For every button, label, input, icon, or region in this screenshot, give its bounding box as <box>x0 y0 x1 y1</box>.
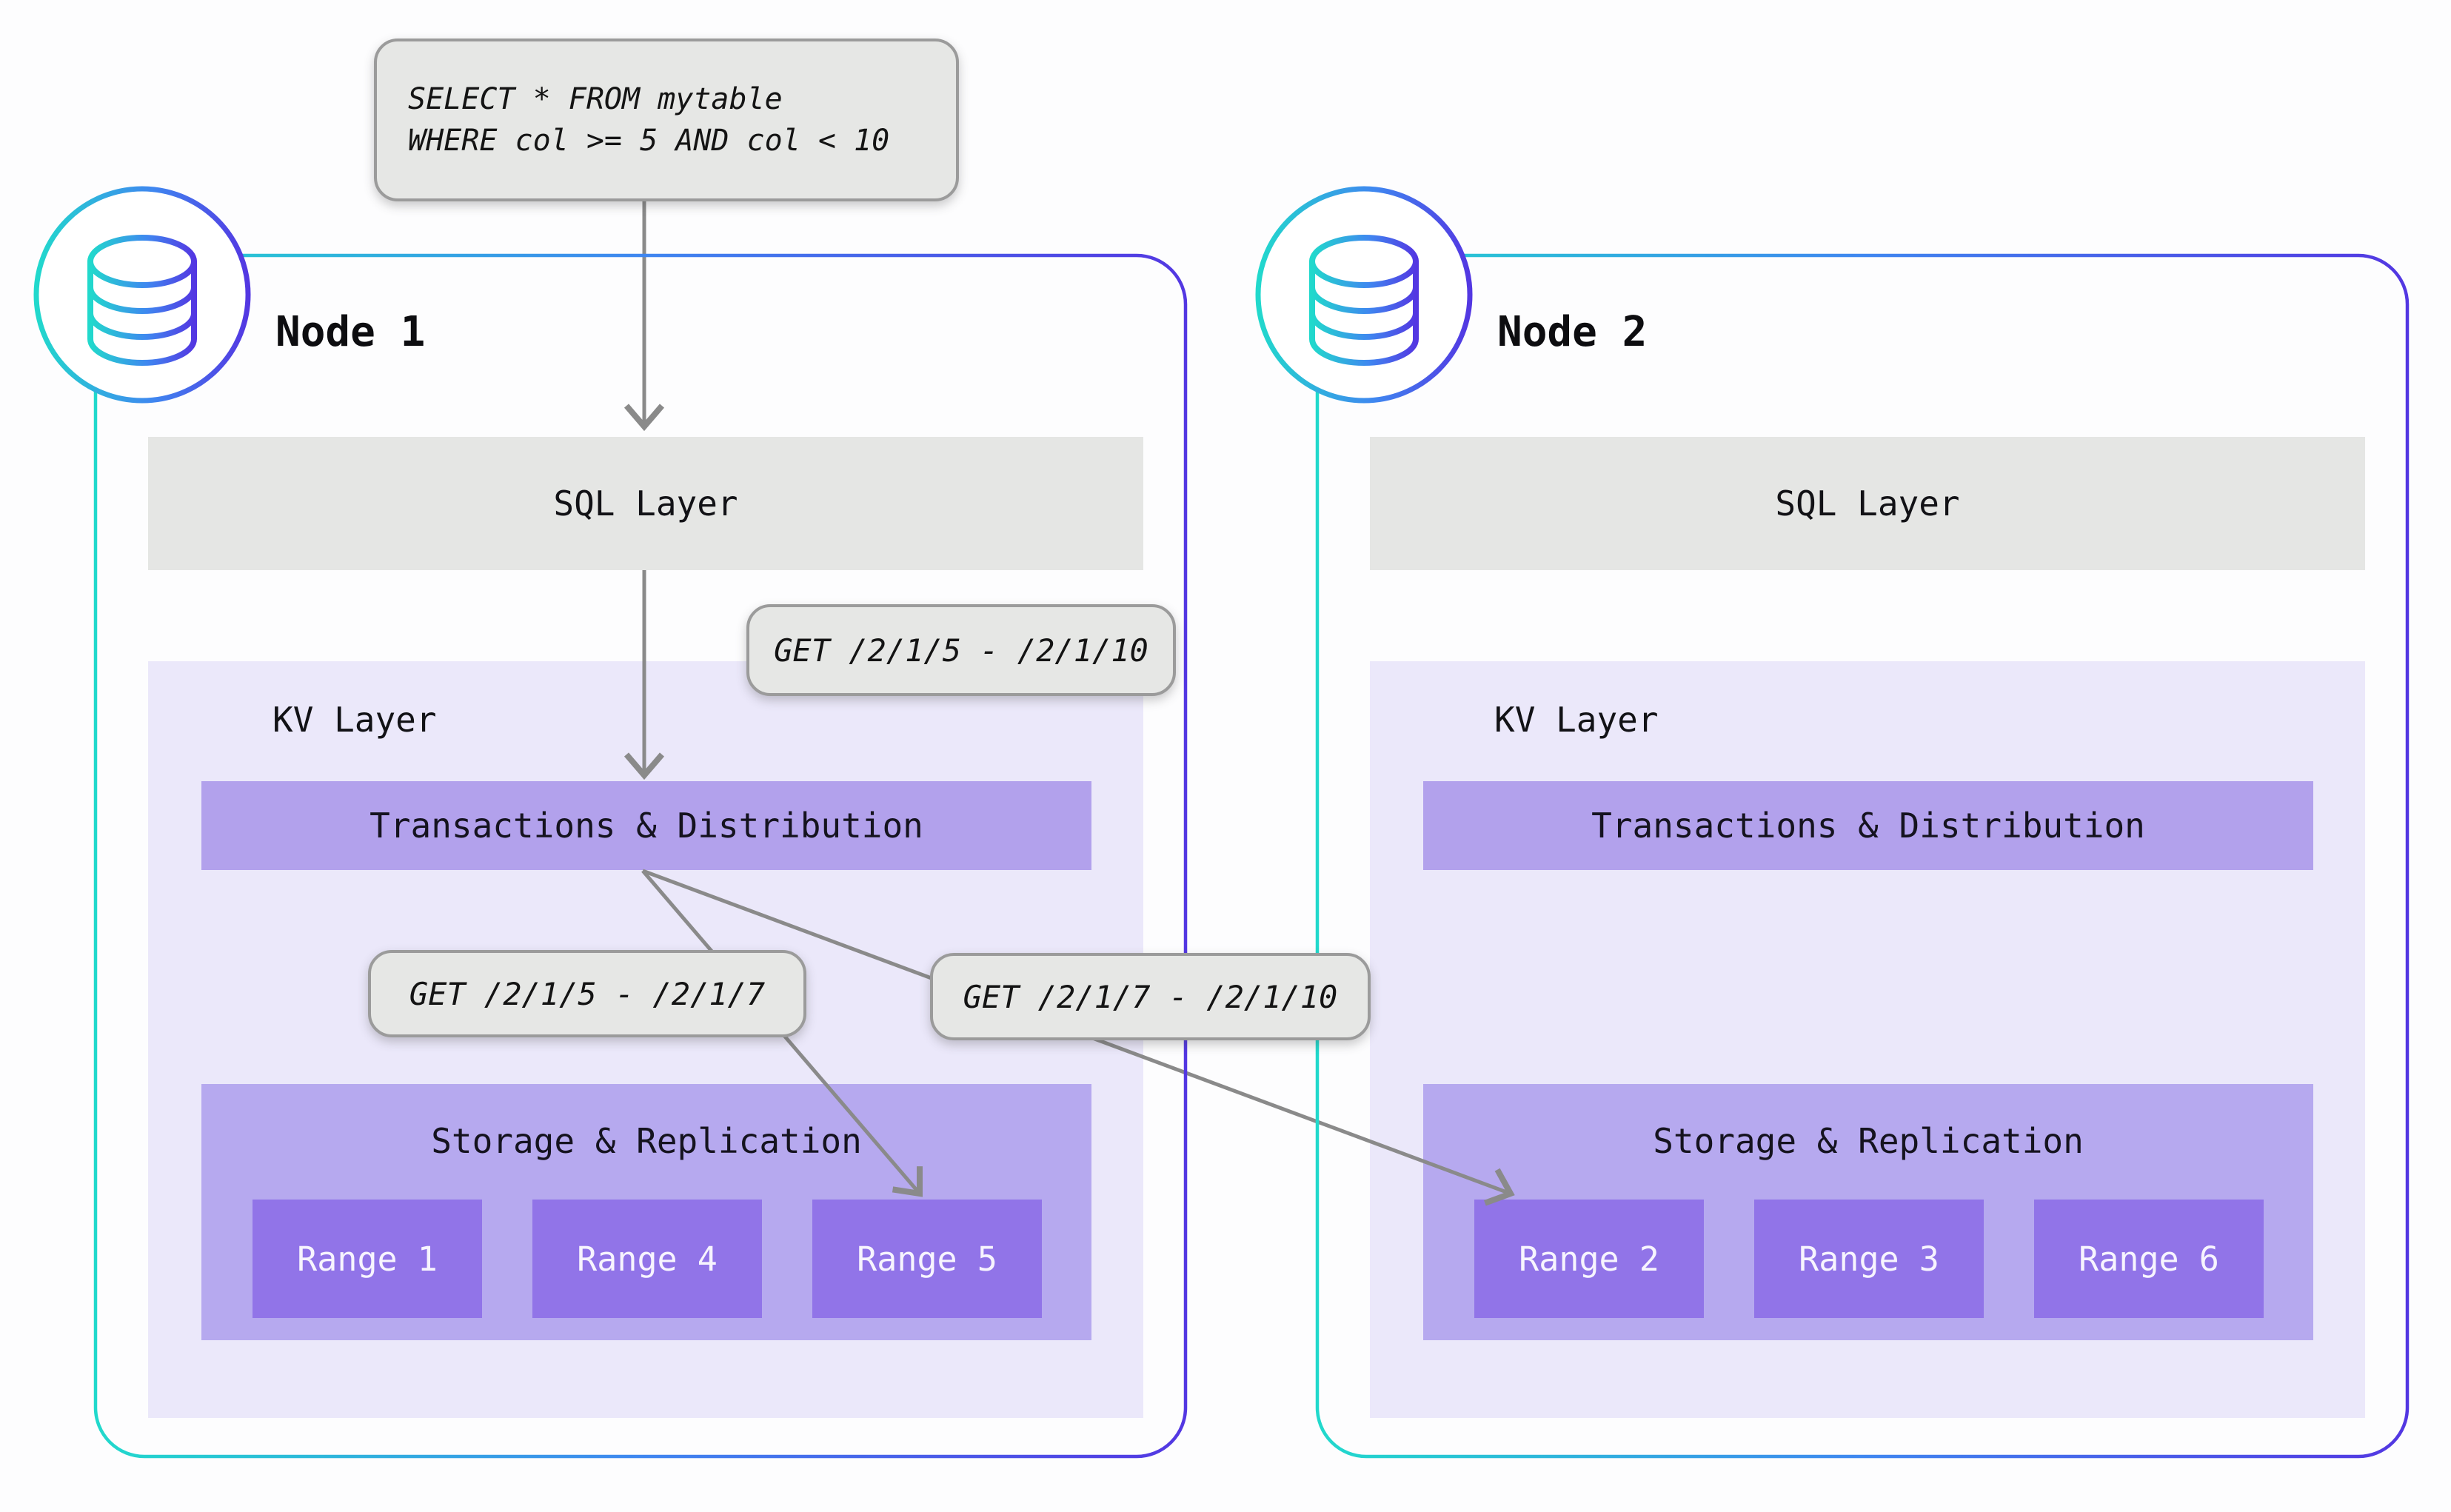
get-right-split-text: GET /2/1/7 - /2/1/10 <box>963 978 1338 1015</box>
database-icon <box>33 186 251 404</box>
node2-transactions-distribution: Transactions & Distribution <box>1423 781 2313 870</box>
node1-title: Node 1 <box>275 308 426 356</box>
node1-range-5: Range 5 <box>812 1200 1042 1318</box>
node2-range-6: Range 6 <box>2034 1200 2264 1318</box>
range-label: Range 3 <box>1799 1239 1939 1279</box>
get-left-split-label: GET /2/1/5 - /2/1/7 <box>368 950 806 1037</box>
node2-range-2: Range 2 <box>1474 1200 1704 1318</box>
range-label: Range 5 <box>857 1239 997 1279</box>
query-line-2: WHERE col >= 5 AND col < 10 <box>408 124 890 158</box>
node1-transactions-distribution: Transactions & Distribution <box>201 781 1091 870</box>
range-label: Range 1 <box>297 1239 438 1279</box>
node1-sql-layer-label: SQL Layer <box>553 484 738 523</box>
node1-kv-layer-label: KV Layer <box>272 700 437 740</box>
node2-title: Node 2 <box>1497 308 1648 356</box>
node2-sql-layer: SQL Layer <box>1370 437 2365 570</box>
range-label: Range 6 <box>2079 1239 2219 1279</box>
query-line-1: SELECT * FROM mytable <box>408 82 783 116</box>
range-label: Range 4 <box>577 1239 718 1279</box>
get-full-range-label: GET /2/1/5 - /2/1/10 <box>746 604 1176 696</box>
node2-kv-layer-label: KV Layer <box>1494 700 1659 740</box>
database-icon <box>1255 186 1473 404</box>
node2-storage-label: Storage & Replication <box>1653 1121 2084 1161</box>
range-label: Range 2 <box>1519 1239 1659 1279</box>
node1-sql-layer: SQL Layer <box>148 437 1143 570</box>
node1-storage-label: Storage & Replication <box>431 1121 862 1161</box>
node1-transactions-label: Transactions & Distribution <box>370 806 923 846</box>
sql-query-label: SELECT * FROM mytable WHERE col >= 5 AND… <box>374 39 959 201</box>
node2-transactions-label: Transactions & Distribution <box>1591 806 2145 846</box>
get-right-split-label: GET /2/1/7 - /2/1/10 <box>930 953 1371 1040</box>
node2-range-3: Range 3 <box>1754 1200 1984 1318</box>
get-full-range-text: GET /2/1/5 - /2/1/10 <box>774 632 1148 669</box>
node1-range-1: Range 1 <box>253 1200 482 1318</box>
node1-range-4: Range 4 <box>532 1200 762 1318</box>
node2-sql-layer-label: SQL Layer <box>1775 484 1960 523</box>
get-left-split-text: GET /2/1/5 - /2/1/7 <box>409 975 766 1012</box>
